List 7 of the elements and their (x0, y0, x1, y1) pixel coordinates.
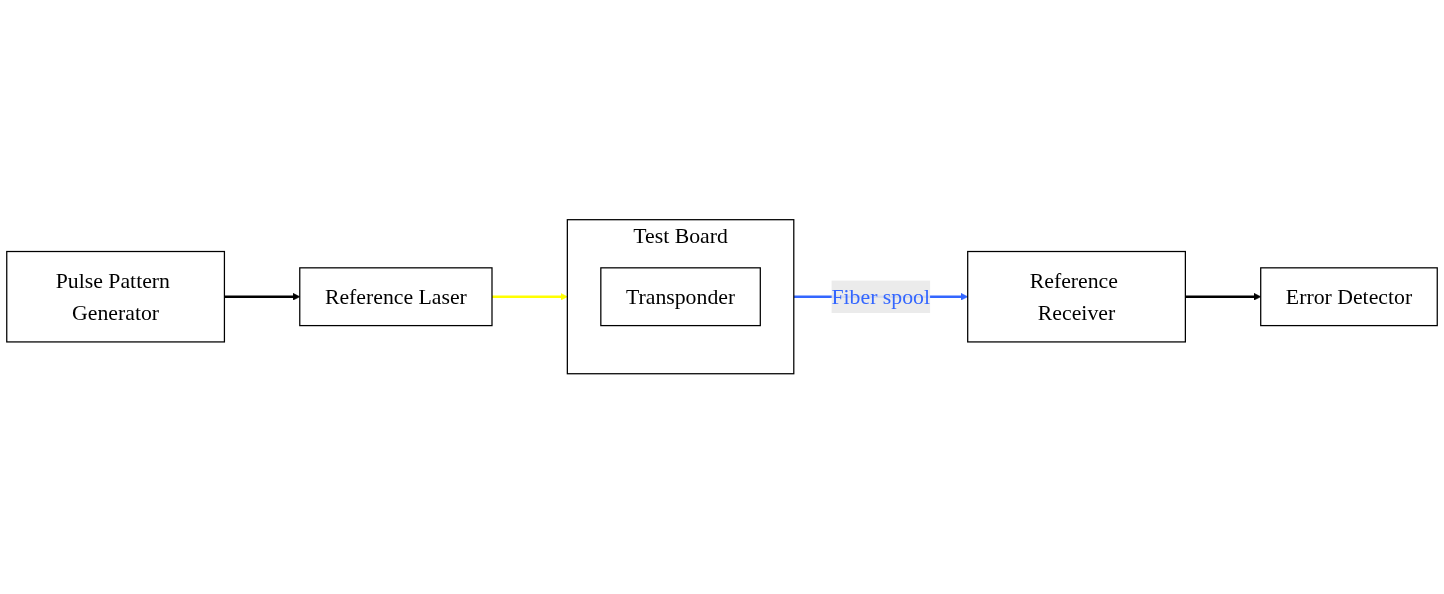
node-box: Error Detector (1260, 267, 1438, 327)
edge-label: Fiber spool (831, 284, 931, 310)
node-box: Reference Receiver (967, 251, 1186, 343)
node-box: Transponder (600, 267, 761, 327)
arrow (492, 293, 568, 301)
node-box: Reference Laser (299, 267, 493, 327)
node-box: Pulse Pattern Generator (6, 251, 226, 343)
